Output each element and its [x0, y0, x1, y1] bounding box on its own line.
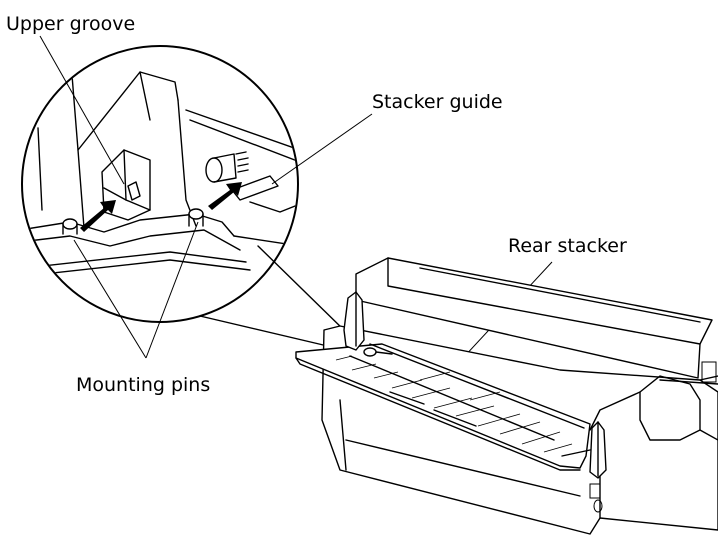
label-rear-stacker: Rear stacker [508, 235, 627, 257]
tray-hatching [335, 355, 573, 453]
detail-contents [23, 49, 297, 277]
detail-magnifier [21, 45, 347, 349]
label-stacker-guide: Stacker guide [372, 91, 503, 113]
arrow-right-pin-icon [208, 182, 242, 210]
printer [295, 257, 718, 535]
label-upper-groove: Upper groove [6, 13, 135, 35]
arrow-left-pin-icon [80, 200, 116, 232]
label-mounting-pins: Mounting pins [76, 374, 210, 396]
